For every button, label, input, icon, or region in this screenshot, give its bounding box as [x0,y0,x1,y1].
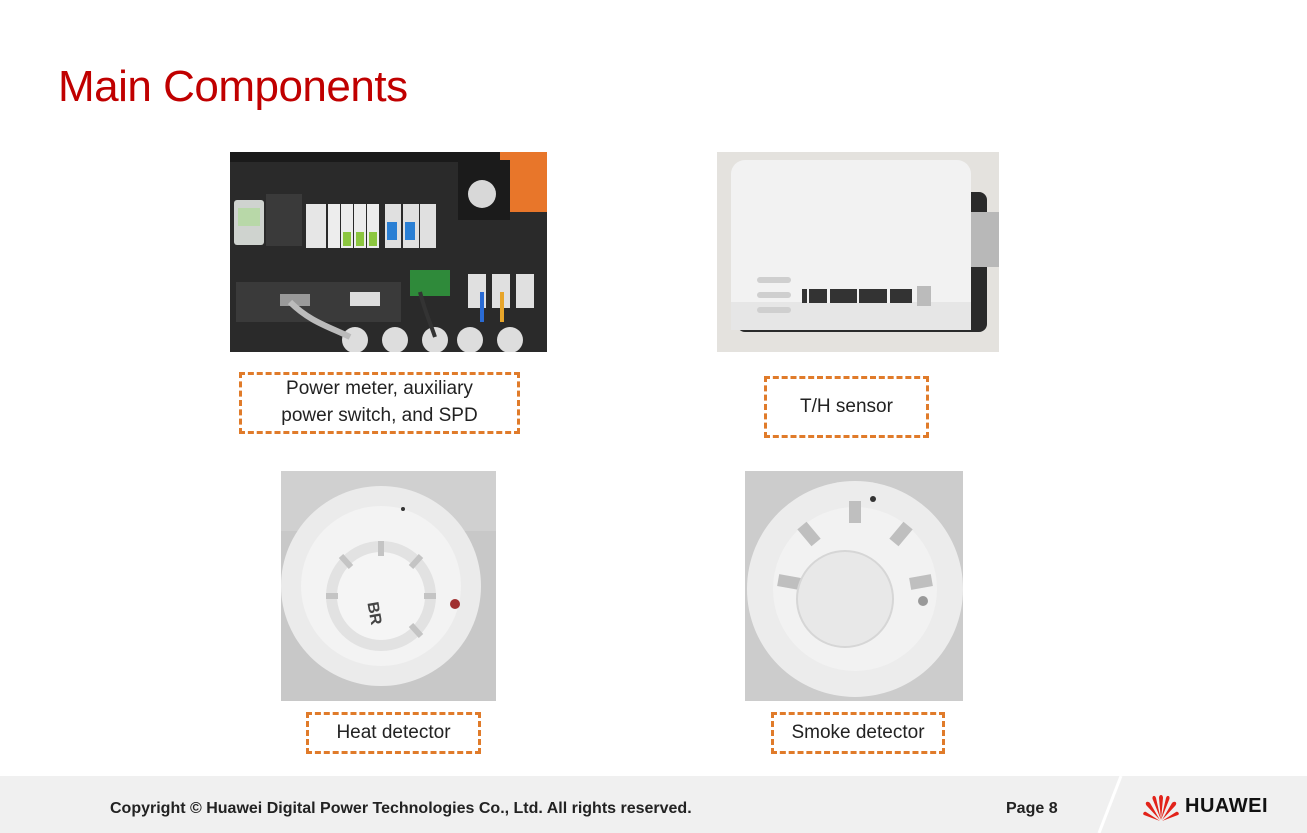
huawei-logo: HUAWEI [1143,790,1268,822]
footer-bar [0,776,1307,833]
caption-line: T/H sensor [800,395,893,417]
brand-name: HUAWEI [1185,794,1268,817]
caption-line: Power meter, auxiliary [286,378,473,400]
caption-th-sensor: T/H sensor [764,376,929,438]
caption-power-meter: Power meter, auxiliary power switch, and… [239,372,520,434]
page-number: Page 8 [1006,800,1058,817]
caption-heat-detector: Heat detector [306,712,481,754]
page-title: Main Components [58,62,408,111]
huawei-flower-icon [1143,795,1179,821]
caption-line: Smoke detector [791,721,925,743]
caption-smoke-detector: Smoke detector [771,712,945,754]
caption-line: power switch, and SPD [281,405,478,426]
smoke-detector-photo [745,471,963,701]
heat-detector-photo: BR [281,471,496,701]
footer-copyright: Copyright © Huawei Digital Power Technol… [110,800,692,817]
power-meter-photo [230,152,547,352]
caption-line: Heat detector [336,721,451,743]
heat-detector-marking: BR [363,601,384,627]
footer-divider [1097,776,1123,833]
th-sensor-photo [717,152,999,352]
